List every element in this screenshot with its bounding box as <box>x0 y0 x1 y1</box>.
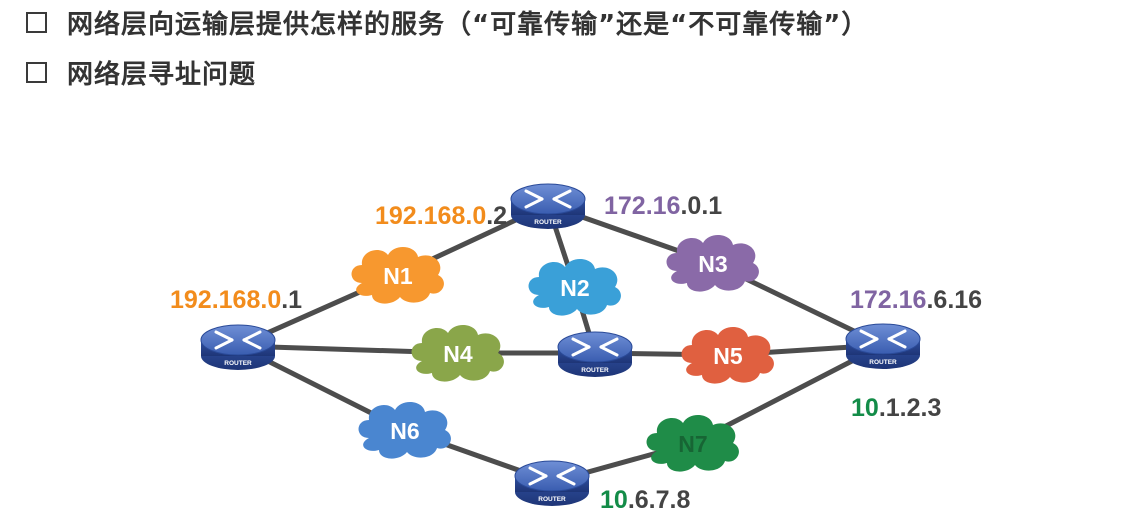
cloud-n6: N6 <box>358 401 451 459</box>
ip-label-192-168-0-1: 192.168.0.1 <box>170 286 302 314</box>
network-label: N1 <box>383 263 413 289</box>
cloud-n1: N1 <box>351 246 444 304</box>
ip-label-10-6-7-8: 10.6.7.8 <box>600 486 690 514</box>
cloud-n5: N5 <box>681 326 774 384</box>
bullet-list: 网络层向运输层提供怎样的服务（“可靠传输”还是“不可靠传输”） 网络层寻址问题 <box>26 4 868 104</box>
router-icon: ROUTER <box>557 331 633 377</box>
router-icon: ROUTER <box>200 324 276 370</box>
ip-suffix: .6.16 <box>926 286 982 314</box>
router-label: ROUTER <box>224 360 252 367</box>
router-icon: ROUTER <box>514 460 590 506</box>
cloud-n7: N7 <box>646 414 739 472</box>
ip-prefix: 172.16 <box>850 286 926 314</box>
network-label: N5 <box>713 343 743 369</box>
network-label: N7 <box>678 431 707 457</box>
ip-suffix: .6.7.8 <box>628 486 691 514</box>
network-label: N3 <box>698 251 727 277</box>
ip-label-192-168-0-2: 192.168.0.2 <box>375 202 507 230</box>
ip-prefix: 192.168.0 <box>170 286 281 314</box>
router-label: ROUTER <box>538 496 566 503</box>
bullet-item-addressing: 网络层寻址问题 <box>26 54 868 90</box>
ip-prefix: 10 <box>851 394 879 422</box>
ip-suffix: .2 <box>486 202 507 230</box>
cloud-n2: N2 <box>528 258 621 316</box>
ip-label-172-16-6-16: 172.16.6.16 <box>850 286 982 314</box>
ip-prefix: 192.168.0 <box>375 202 486 230</box>
ip-label-10-1-2-3: 10.1.2.3 <box>851 394 941 422</box>
cloud-n4: N4 <box>411 324 504 382</box>
bullet-text: 网络层寻址问题 <box>67 59 257 90</box>
router-icon: ROUTER <box>845 323 921 369</box>
router-icon: ROUTER <box>510 183 586 229</box>
ip-suffix: .1.2.3 <box>879 394 942 422</box>
network-label: N6 <box>390 418 419 444</box>
ip-prefix: 10 <box>600 486 628 514</box>
network-label: N4 <box>443 341 473 367</box>
ip-label-172-16-0-1: 172.16.0.1 <box>604 192 722 220</box>
router-label: ROUTER <box>534 219 562 226</box>
ip-suffix: .0.1 <box>680 192 722 220</box>
router-label: ROUTER <box>581 367 609 374</box>
checkbox-icon <box>26 61 47 83</box>
bullet-text: 网络层向运输层提供怎样的服务（“可靠传输”还是“不可靠传输”） <box>67 9 869 40</box>
bullet-item-service: 网络层向运输层提供怎样的服务（“可靠传输”还是“不可靠传输”） <box>26 4 868 40</box>
ip-prefix: 172.16 <box>604 192 680 220</box>
router-label: ROUTER <box>869 359 897 366</box>
network-label: N2 <box>560 275 589 301</box>
cloud-n3: N3 <box>666 234 759 292</box>
ip-suffix: .1 <box>281 286 302 314</box>
checkbox-icon <box>26 11 47 33</box>
